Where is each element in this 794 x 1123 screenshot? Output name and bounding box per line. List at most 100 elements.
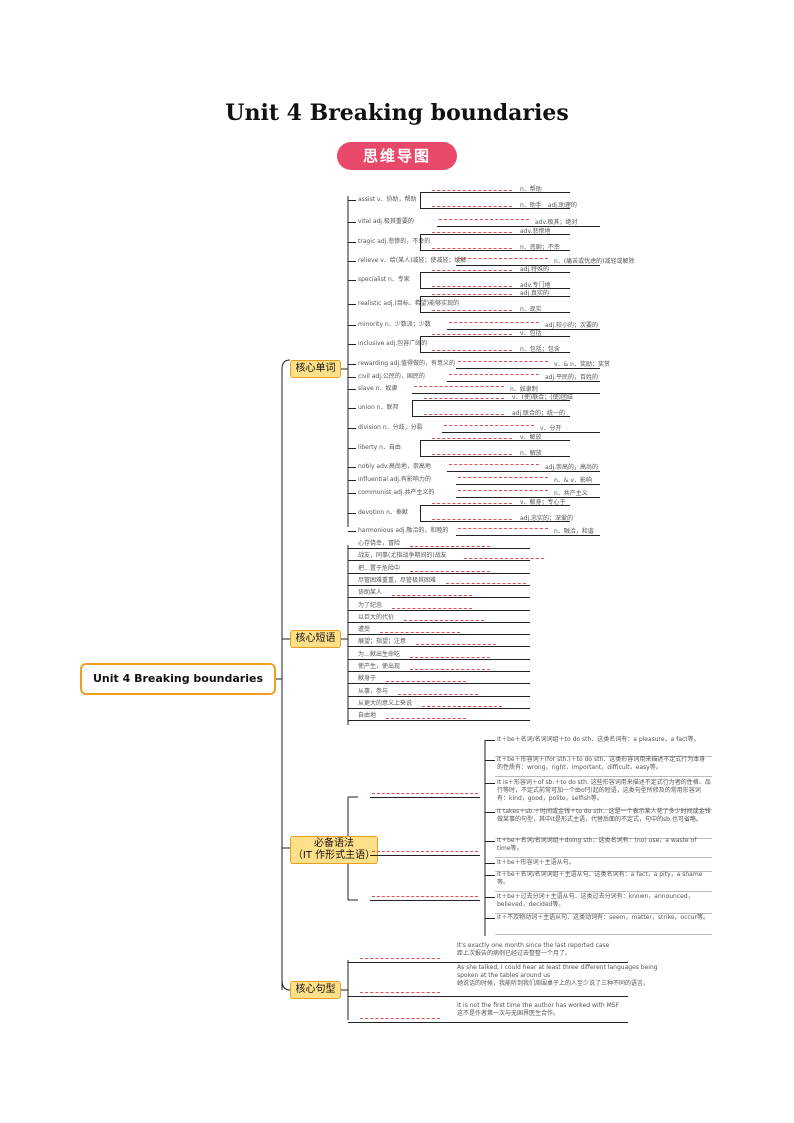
connector-line	[348, 584, 530, 586]
connector-line	[348, 280, 356, 281]
word-blank	[432, 438, 512, 439]
word-form: n．助手 adj.助理的	[520, 202, 577, 209]
connector-line	[348, 242, 356, 243]
connector-line	[420, 521, 570, 522]
word-blank	[432, 232, 512, 233]
word-item: civil adj.公民的，国民的	[358, 373, 425, 380]
connector-line	[420, 234, 570, 235]
connector-line	[420, 440, 570, 441]
phrase-item: 把…置于危险中	[358, 564, 401, 572]
word-item: liberty n．自由	[358, 444, 401, 451]
branch-core-phrases: 核心短语	[290, 630, 341, 648]
connector-line	[420, 336, 570, 337]
word-form: v．& n．奖励；奖赏	[554, 361, 610, 368]
connector-line	[485, 863, 495, 864]
word-blank	[432, 294, 512, 295]
connector-line	[348, 513, 356, 514]
word-item: division n．分歧，分裂	[358, 424, 423, 431]
connector-line	[420, 296, 421, 312]
word-form: n．帮助	[520, 186, 542, 193]
connector-line	[348, 658, 530, 660]
connector-line	[370, 900, 480, 901]
connector-line	[485, 760, 495, 761]
word-blank	[414, 386, 504, 387]
phrase-blank	[392, 607, 472, 609]
connector-line	[348, 996, 628, 997]
phrase-item: 献身于	[358, 675, 377, 683]
word-form: adj.崇高的，高尚的	[545, 464, 599, 471]
word-blank	[458, 361, 548, 362]
phrase-blank	[416, 644, 496, 646]
phrase-blank	[410, 546, 490, 547]
connector-line	[348, 408, 356, 409]
connector-line	[420, 505, 570, 506]
connector-line	[348, 344, 356, 345]
connector-line	[348, 493, 356, 494]
connector-line	[485, 841, 495, 842]
word-blank	[424, 398, 504, 399]
word-form: adj.特殊的	[520, 266, 550, 273]
word-item: harmonious adj.融洽的，和睦的	[358, 527, 449, 534]
connector-line	[495, 756, 712, 757]
connector-line	[456, 265, 600, 266]
connector-line	[420, 296, 570, 297]
word-item: rewarding adj.值得做的，有意义的	[358, 360, 456, 367]
connector-line	[348, 572, 530, 574]
connector-line	[348, 428, 356, 429]
word-form: v．解放	[520, 434, 542, 441]
connector-line	[485, 783, 495, 784]
mind-map-banner: 思维导图	[293, 141, 461, 171]
connector-line	[348, 621, 530, 623]
connector-line	[485, 812, 495, 813]
branch-core-words: 核心单词	[290, 360, 341, 378]
word-form: adv.悲惨地	[520, 228, 551, 235]
phrase-item: 从更大的意义上来说	[358, 699, 413, 707]
connector-line	[348, 707, 530, 709]
connector-line	[447, 471, 600, 472]
connector-line	[495, 891, 712, 892]
phrase-blank	[386, 718, 466, 720]
word-blank	[432, 248, 512, 249]
word-item: devotion n．奉献	[358, 509, 408, 516]
grammar-branch-line2: （IT 作形式主语）	[292, 850, 376, 861]
grammar-rule: It＋be＋形容词＋(for sth.)＋to do sth．这类形容词用来描述…	[497, 756, 706, 771]
phrase-blank	[464, 558, 544, 560]
word-blank	[449, 374, 539, 375]
word-blank	[432, 454, 512, 455]
word-item: inclusive adj.包容广阔的	[358, 340, 428, 347]
word-blank	[432, 350, 512, 351]
branch-core-sentences: 核心句型	[290, 981, 341, 999]
connector-line	[495, 857, 712, 858]
connector-line	[348, 480, 356, 481]
sentence-blank	[360, 958, 440, 959]
word-item: vital adj.极其重要的	[358, 218, 414, 225]
word-blank	[424, 414, 504, 415]
grammar-rule: It＋be＋过去分词＋主语从句．这类过去分词有：known，announced，…	[497, 893, 694, 908]
grammar-rule: It＋be＋名词/名词词组＋doing sth．这类名词有：(no) use，a…	[497, 837, 697, 852]
word-form: adj.忠实的；深爱的	[520, 515, 574, 522]
word-blank	[432, 310, 512, 311]
connector-line	[485, 740, 495, 741]
word-item: assist v．协助，帮助	[358, 196, 417, 203]
word-form: v．(使)联合；(使)团结	[512, 394, 573, 401]
word-blank	[458, 258, 548, 259]
grammar-rule: It takes＋sb.＋时间或金钱＋to do sth．这是一个表示某人花了多…	[497, 808, 711, 823]
connector-line	[348, 531, 356, 532]
branch-grammar: 必备语法 （IT 作形式主语）	[290, 836, 378, 864]
word-blank	[432, 270, 512, 271]
word-blank	[444, 425, 534, 426]
connector-line	[348, 634, 530, 636]
connector-line	[412, 400, 570, 401]
connector-line	[442, 432, 600, 433]
word-blank	[432, 206, 512, 207]
connector-line	[447, 381, 600, 382]
connector-line	[412, 416, 570, 417]
grammar-rule: It＋be＋名词/名词词组＋主语从句．这类名词有：a fact，a pity，a…	[497, 871, 703, 886]
phrase-item: 遭受	[358, 626, 371, 634]
word-blank	[439, 219, 529, 220]
connector-line	[348, 646, 530, 648]
connector-line	[348, 597, 530, 599]
word-blank	[449, 464, 539, 465]
phrase-item: 以巨大的代价	[358, 613, 395, 621]
word-item: influential adj.有影响力的	[358, 476, 431, 483]
